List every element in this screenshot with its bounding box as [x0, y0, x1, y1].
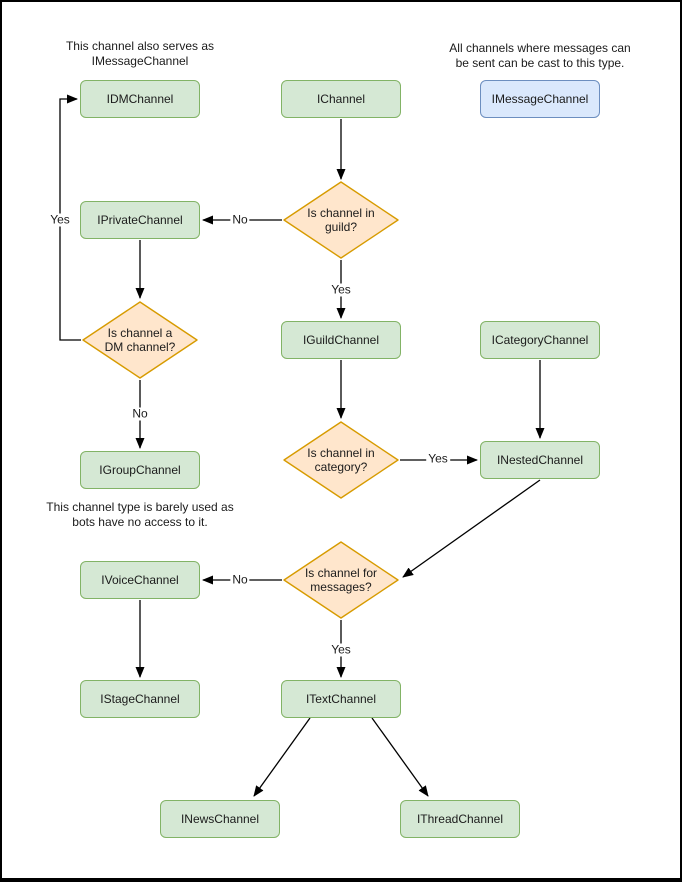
node-idmchannel-label: IDMChannel	[106, 92, 174, 106]
node-ivoicechannel: IVoiceChannel	[80, 561, 200, 599]
decision-in-guild-shape	[283, 181, 399, 259]
node-ithreadchannel: IThreadChannel	[400, 800, 520, 838]
decision-for-messages-label: Is channel for messages?	[304, 566, 378, 594]
edge-guild-yes-to-iguildchannel-label: Yes	[329, 282, 353, 297]
node-igroupchannel: IGroupChannel	[80, 451, 200, 489]
node-imessagechannel: IMessageChannel	[480, 80, 600, 118]
node-icategorychannel: ICategoryChannel	[480, 321, 600, 359]
node-ivoicechannel-label: IVoiceChannel	[101, 573, 179, 587]
node-ichannel-label: IChannel	[316, 92, 366, 106]
edge-messages-yes-to-itextchannel-label: Yes	[329, 642, 353, 657]
node-icategorychannel-label: ICategoryChannel	[491, 333, 589, 347]
node-ithreadchannel-label: IThreadChannel	[416, 812, 504, 826]
node-itextchannel-label: ITextChannel	[305, 692, 377, 706]
node-inewschannel-label: INewsChannel	[180, 812, 260, 826]
node-idmchannel: IDMChannel	[80, 80, 200, 118]
note-group-channel: This channel type is barely used as bots…	[46, 500, 234, 529]
node-istagechannel: IStageChannel	[80, 680, 200, 718]
node-imessagechannel-label: IMessageChannel	[491, 92, 589, 106]
node-inestedchannel: INestedChannel	[480, 441, 600, 479]
node-iprivatechannel-label: IPrivateChannel	[97, 213, 183, 227]
decision-for-messages: Is channel for messages?	[283, 541, 399, 619]
node-iguildchannel: IGuildChannel	[281, 321, 401, 359]
decision-in-guild: Is channel in guild?	[283, 181, 399, 259]
edge-dm-no-to-igroupchannel-label: No	[130, 406, 150, 421]
edge-messages-no-to-ivoicechannel-label: No	[230, 572, 250, 587]
decision-in-category: Is channel in category?	[283, 421, 399, 499]
decision-for-messages-shape	[283, 541, 399, 619]
edge-dm-yes-to-idmchannel-label: Yes	[48, 212, 72, 227]
note-dm-channel: This channel also serves as IMessageChan…	[65, 39, 215, 68]
edge-itextchannel-to-inewschannel	[253, 717, 311, 797]
decision-in-category-label: Is channel in category?	[307, 446, 375, 474]
node-ichannel: IChannel	[281, 80, 401, 118]
note-message-channel: All channels where messages can be sent …	[449, 41, 631, 70]
node-iprivatechannel: IPrivateChannel	[80, 201, 200, 239]
node-iguildchannel-label: IGuildChannel	[302, 333, 380, 347]
node-inestedchannel-label: INestedChannel	[496, 453, 584, 467]
edge-category-yes-to-inestedchannel-label: Yes	[426, 451, 450, 466]
node-itextchannel: ITextChannel	[281, 680, 401, 718]
decision-is-dm-shape	[82, 301, 198, 379]
decision-in-guild-label: Is channel in guild?	[307, 206, 375, 234]
decision-is-dm: Is channel a DM channel?	[82, 301, 198, 379]
edge-itextchannel-to-ithreadchannel	[371, 717, 429, 797]
decision-in-category-shape	[283, 421, 399, 499]
node-istagechannel-label: IStageChannel	[100, 692, 180, 706]
edge-guild-no-to-iprivatechannel-label: No	[230, 212, 250, 227]
node-igroupchannel-label: IGroupChannel	[99, 463, 181, 477]
decision-is-dm-label: Is channel a DM channel?	[104, 326, 176, 354]
edge-inestedchannel-to-messages-decision	[402, 479, 541, 578]
node-inewschannel: INewsChannel	[160, 800, 280, 838]
